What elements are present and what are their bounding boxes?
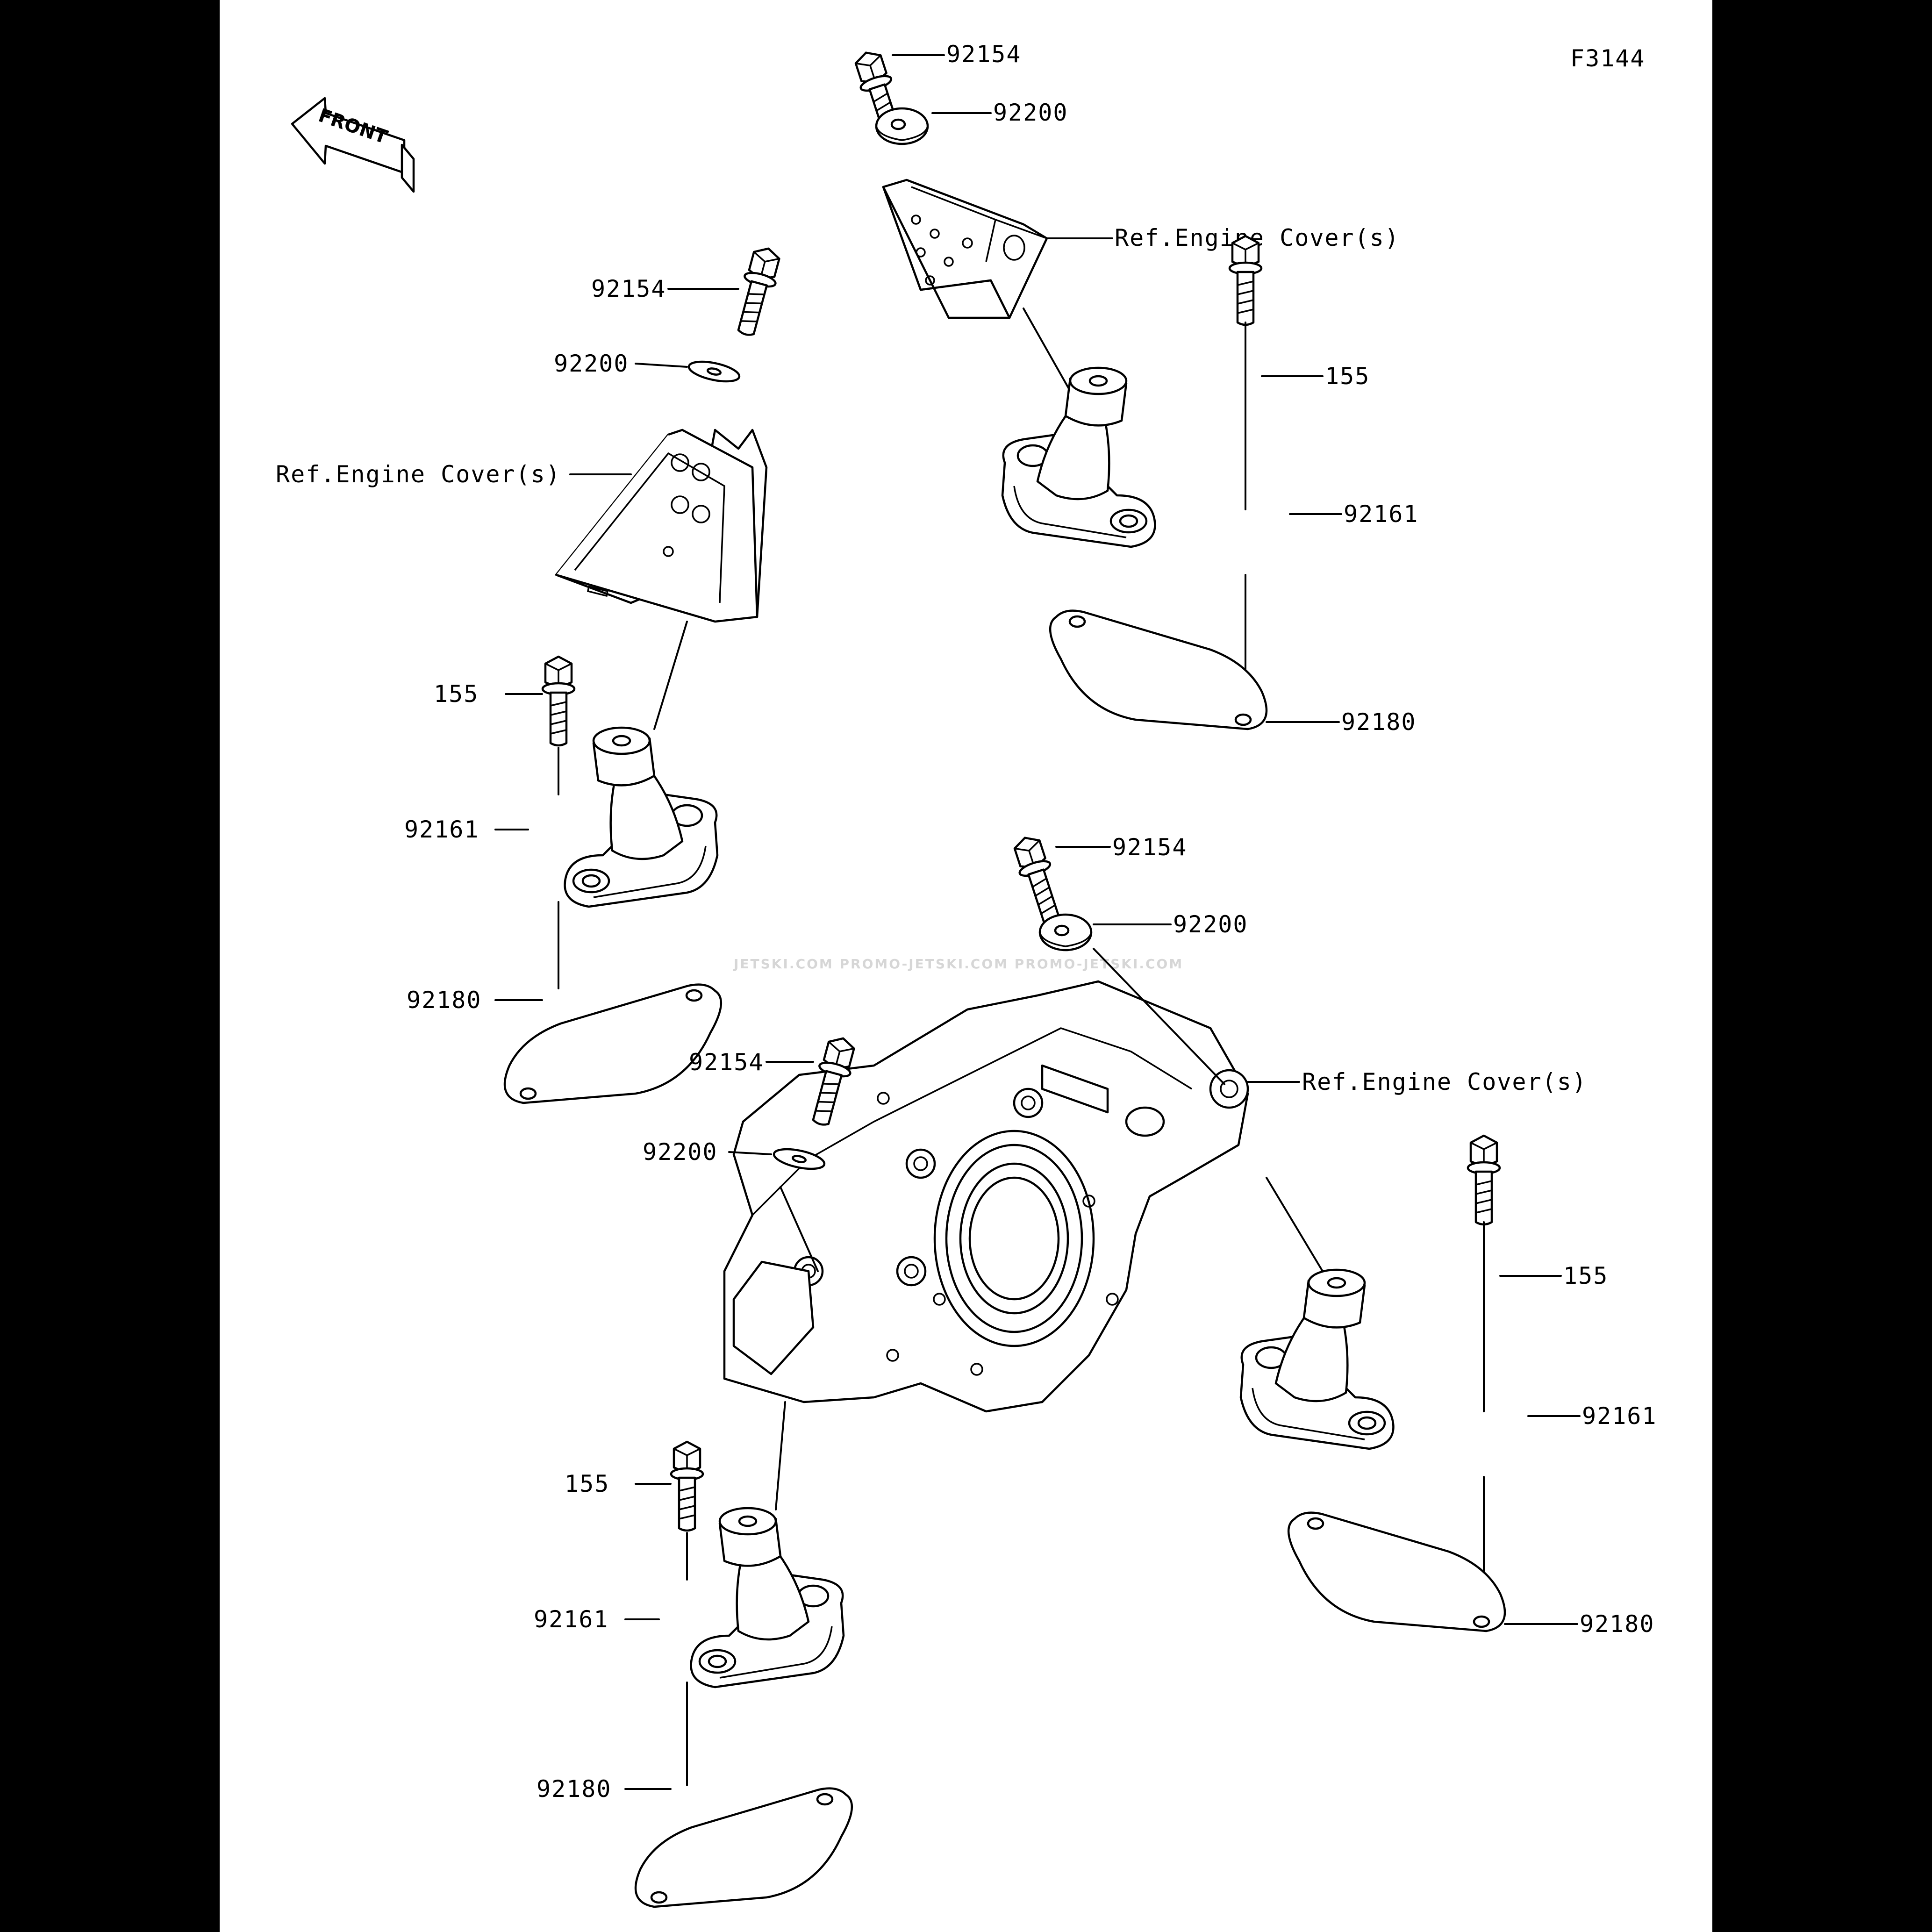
washer-icon	[687, 358, 741, 385]
bracket-icon	[882, 179, 1048, 319]
callout-c-washer-b: 92200	[643, 1138, 718, 1166]
callout-tl-bracket: Ref.Engine Cover(s)	[276, 461, 561, 488]
callout-c-cover: Ref.Engine Cover(s)	[1302, 1068, 1587, 1095]
callout-tr-mount: 92161	[1344, 501, 1419, 528]
shim-plate-icon	[1050, 611, 1267, 729]
engine-mount-icon	[565, 728, 717, 907]
callout-tl-mount-bolt: 155	[434, 680, 479, 708]
callout-br-mount-bolt: 155	[1563, 1262, 1608, 1289]
bolt-icon	[1230, 236, 1261, 325]
top-left-assembly: 92154 92200 Ref.Engine Cover(s) 155 9216…	[276, 244, 784, 1103]
callout-tr-bolt: 92154	[946, 41, 1022, 68]
shim-plate-icon	[1288, 1513, 1505, 1631]
front-arrow-icon: FRONT	[291, 97, 415, 193]
engine-mount-icon	[1002, 368, 1155, 547]
shim-plate-icon	[505, 985, 721, 1103]
bolt-icon	[730, 244, 784, 338]
bottom-right-assembly: 155 92161 92180	[1241, 1136, 1657, 1638]
callout-tl-washer: 92200	[554, 350, 629, 377]
callout-c-washer-a: 92200	[1173, 911, 1248, 938]
callout-bl-shim: 92180	[537, 1775, 612, 1803]
parts-diagram: F3144 FRONT JETSKI.COM PROMO-JETSKI.COM …	[276, 41, 1657, 1932]
bolt-icon	[671, 1442, 703, 1531]
callout-c-bolt-b: 92154	[689, 1049, 764, 1076]
bottom-left-assembly: 155 92161 92180	[534, 1401, 852, 1907]
watermark: JETSKI.COM PROMO-JETSKI.COM PROMO-JETSKI…	[733, 956, 1183, 972]
center-assembly: 92154 92200 Ref.Engine Cover(s)	[643, 833, 1587, 1413]
parts-diagram-sheet: F3144 FRONT JETSKI.COM PROMO-JETSKI.COM …	[220, 0, 1712, 1932]
callout-br-shim: 92180	[1580, 1610, 1655, 1638]
callout-br-mount: 92161	[1582, 1402, 1657, 1430]
bolt-icon	[1468, 1136, 1500, 1224]
callout-tr-shim: 92180	[1341, 708, 1417, 736]
figure-code: F3144	[1570, 45, 1646, 72]
callout-bl-mount-bolt: 155	[565, 1470, 609, 1497]
callout-tr-mount-bolt: 155	[1325, 363, 1370, 390]
shim-plate-icon	[636, 1789, 852, 1907]
bolt-icon	[543, 657, 574, 745]
engine-cover-icon	[723, 980, 1249, 1413]
top-right-assembly: 92154 92200 Ref.Engine Cover(s) 155 9216…	[851, 41, 1419, 736]
callout-tr-washer: 92200	[993, 99, 1068, 126]
bracket-icon	[555, 429, 768, 623]
callout-tl-shim: 92180	[407, 987, 482, 1014]
washer-icon	[1040, 915, 1091, 950]
engine-mount-icon	[691, 1508, 844, 1687]
callout-bl-mount: 92161	[534, 1606, 609, 1633]
callout-c-bolt-a: 92154	[1112, 834, 1188, 861]
engine-mount-icon	[1241, 1270, 1393, 1449]
callout-tl-mount: 92161	[404, 816, 479, 843]
callout-tl-bolt: 92154	[591, 275, 666, 302]
washer-icon	[876, 108, 928, 144]
